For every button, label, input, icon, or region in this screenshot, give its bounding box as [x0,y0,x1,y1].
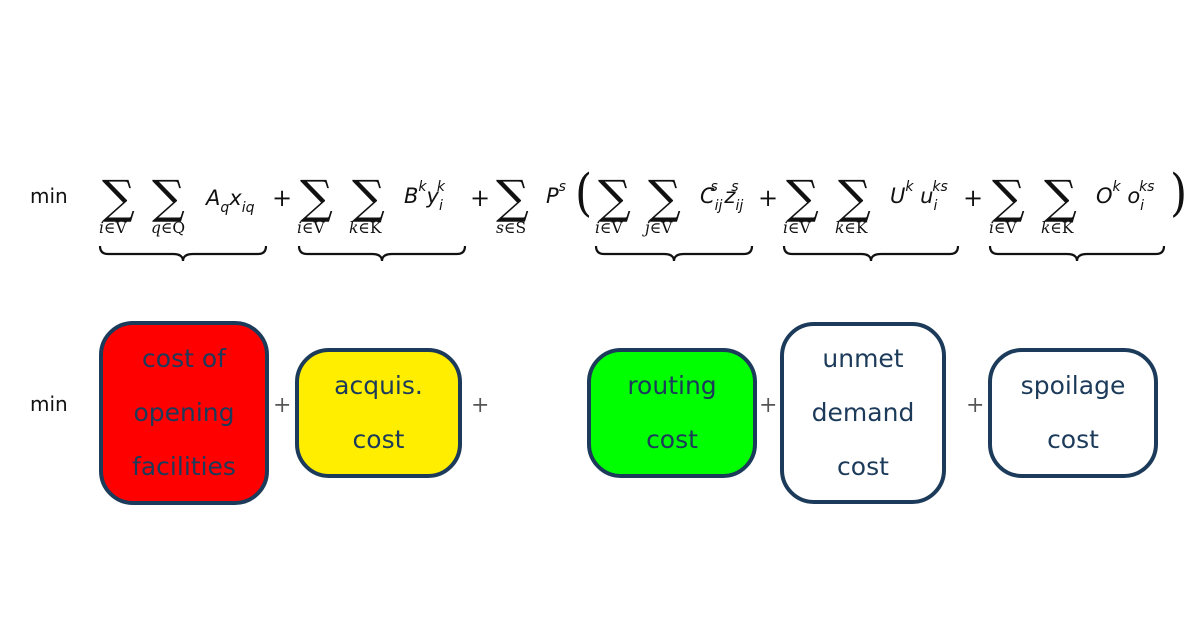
plus-sign: + [963,184,984,212]
box-line: cost [1047,425,1099,454]
plus-sign: + [758,184,779,212]
box-line: spoilage [1020,371,1126,400]
opening-cost-box: cost of opening facilities [99,321,269,505]
term-unmet-demand: Uk uiks [890,179,948,215]
sum-symbol: ∑ [1044,170,1077,224]
underbrace [297,245,467,262]
sum-index: k∈K [835,219,868,237]
plus-sign: + [759,393,778,418]
box-line: acquis. [334,371,423,400]
box-line: routing [627,371,717,400]
underbrace [594,245,754,262]
left-paren: ( [575,164,593,223]
box-line: cost [837,452,889,481]
box-line: cost of [142,344,226,373]
plus-sign: + [273,393,292,418]
term-spoilage: Ok oiks [1096,179,1155,215]
sum-symbol: ∑ [786,170,819,224]
sum-symbol: ∑ [648,170,681,224]
sum-symbol: ∑ [838,170,871,224]
sum-symbol: ∑ [598,170,631,224]
plus-sign: + [272,184,293,212]
underbrace [98,245,268,262]
sum-symbol: ∑ [102,170,135,224]
sum-symbol: ∑ [152,170,185,224]
box-line: unmet [822,344,904,373]
underbrace [782,245,960,262]
plus-sign: + [470,184,491,212]
sum-symbol: ∑ [300,170,333,224]
sum-index: k∈K [1041,219,1074,237]
plus-sign: + [966,393,985,418]
underbrace [988,245,1166,262]
sum-index: k∈K [349,219,382,237]
box-line: cost [646,425,698,454]
box-line: cost [352,425,405,454]
sum-index: q∈Q [151,219,186,237]
sum-index: i∈V [595,219,623,237]
sum-index: j∈V [645,219,673,237]
box-line: demand [811,398,915,427]
routing-cost-box: routing cost [587,348,757,478]
unmet-demand-cost-box: unmet demand cost [780,322,946,504]
sum-index: i∈V [297,219,325,237]
formula-min-label: min [30,184,68,208]
spoilage-cost-box: spoilage cost [988,348,1158,478]
sum-index: i∈V [99,219,127,237]
sum-symbol: ∑ [352,170,385,224]
right-paren: ) [1170,164,1188,223]
term-acquisition: Bkyik [404,179,445,215]
sum-index: i∈V [783,219,811,237]
sum-symbol: ∑ [992,170,1025,224]
term-scenario-prob: Ps [546,179,566,208]
term-routing: Cijs zijs [700,179,744,215]
box-line: opening [133,398,235,427]
plus-sign: + [471,393,490,418]
sum-index: s∈S [496,219,527,237]
sum-index: i∈V [989,219,1017,237]
sum-symbol: ∑ [496,170,529,224]
term-acquisition-opening: Aqxiq [206,186,255,217]
boxes-min-label: min [30,392,68,416]
box-line: facilities [132,452,236,481]
acquisition-cost-box: acquis. cost [295,348,462,478]
